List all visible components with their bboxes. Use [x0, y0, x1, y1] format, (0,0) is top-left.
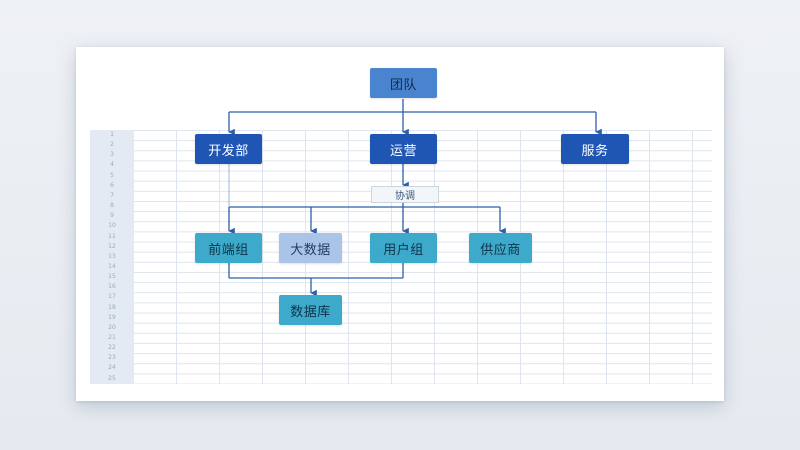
row-number: 6: [110, 181, 114, 189]
node-service[interactable]: 服务: [561, 134, 629, 164]
row-number: 7: [110, 191, 114, 199]
row-number: 1: [110, 131, 114, 138]
row-number: 21: [108, 334, 116, 341]
row-number: 20: [108, 323, 116, 331]
node-bigdata[interactable]: 大数据: [279, 233, 342, 263]
row-number: 11: [108, 232, 116, 240]
row-number: 13: [108, 252, 116, 260]
row-number: 2: [110, 141, 114, 149]
row-number: 14: [108, 262, 116, 270]
node-supplier[interactable]: 供应商: [469, 233, 532, 263]
row-number: 16: [108, 283, 116, 291]
node-ops[interactable]: 运营: [370, 134, 437, 164]
node-dev-dept[interactable]: 开发部: [195, 134, 262, 164]
row-number: 9: [110, 212, 114, 220]
node-users[interactable]: 用户组: [370, 233, 437, 263]
row-number: 23: [108, 354, 116, 362]
row-number: 4: [110, 161, 114, 169]
row-number: 19: [108, 313, 116, 321]
node-database[interactable]: 数据库: [279, 295, 342, 325]
row-number: 10: [108, 222, 116, 230]
row-number: 3: [110, 151, 114, 159]
row-number: 22: [108, 344, 116, 352]
row-number: 5: [110, 171, 114, 179]
node-root[interactable]: 团队: [370, 68, 437, 98]
row-number: 8: [110, 202, 114, 210]
row-number: 24: [108, 364, 116, 372]
row-number: 25: [108, 374, 116, 382]
row-number: 12: [108, 242, 116, 250]
row-number: 17: [108, 293, 116, 301]
row-number: 18: [108, 303, 116, 311]
connector-label: 协调: [371, 186, 439, 203]
node-frontend[interactable]: 前端组: [195, 233, 262, 263]
row-number: 15: [108, 273, 116, 281]
